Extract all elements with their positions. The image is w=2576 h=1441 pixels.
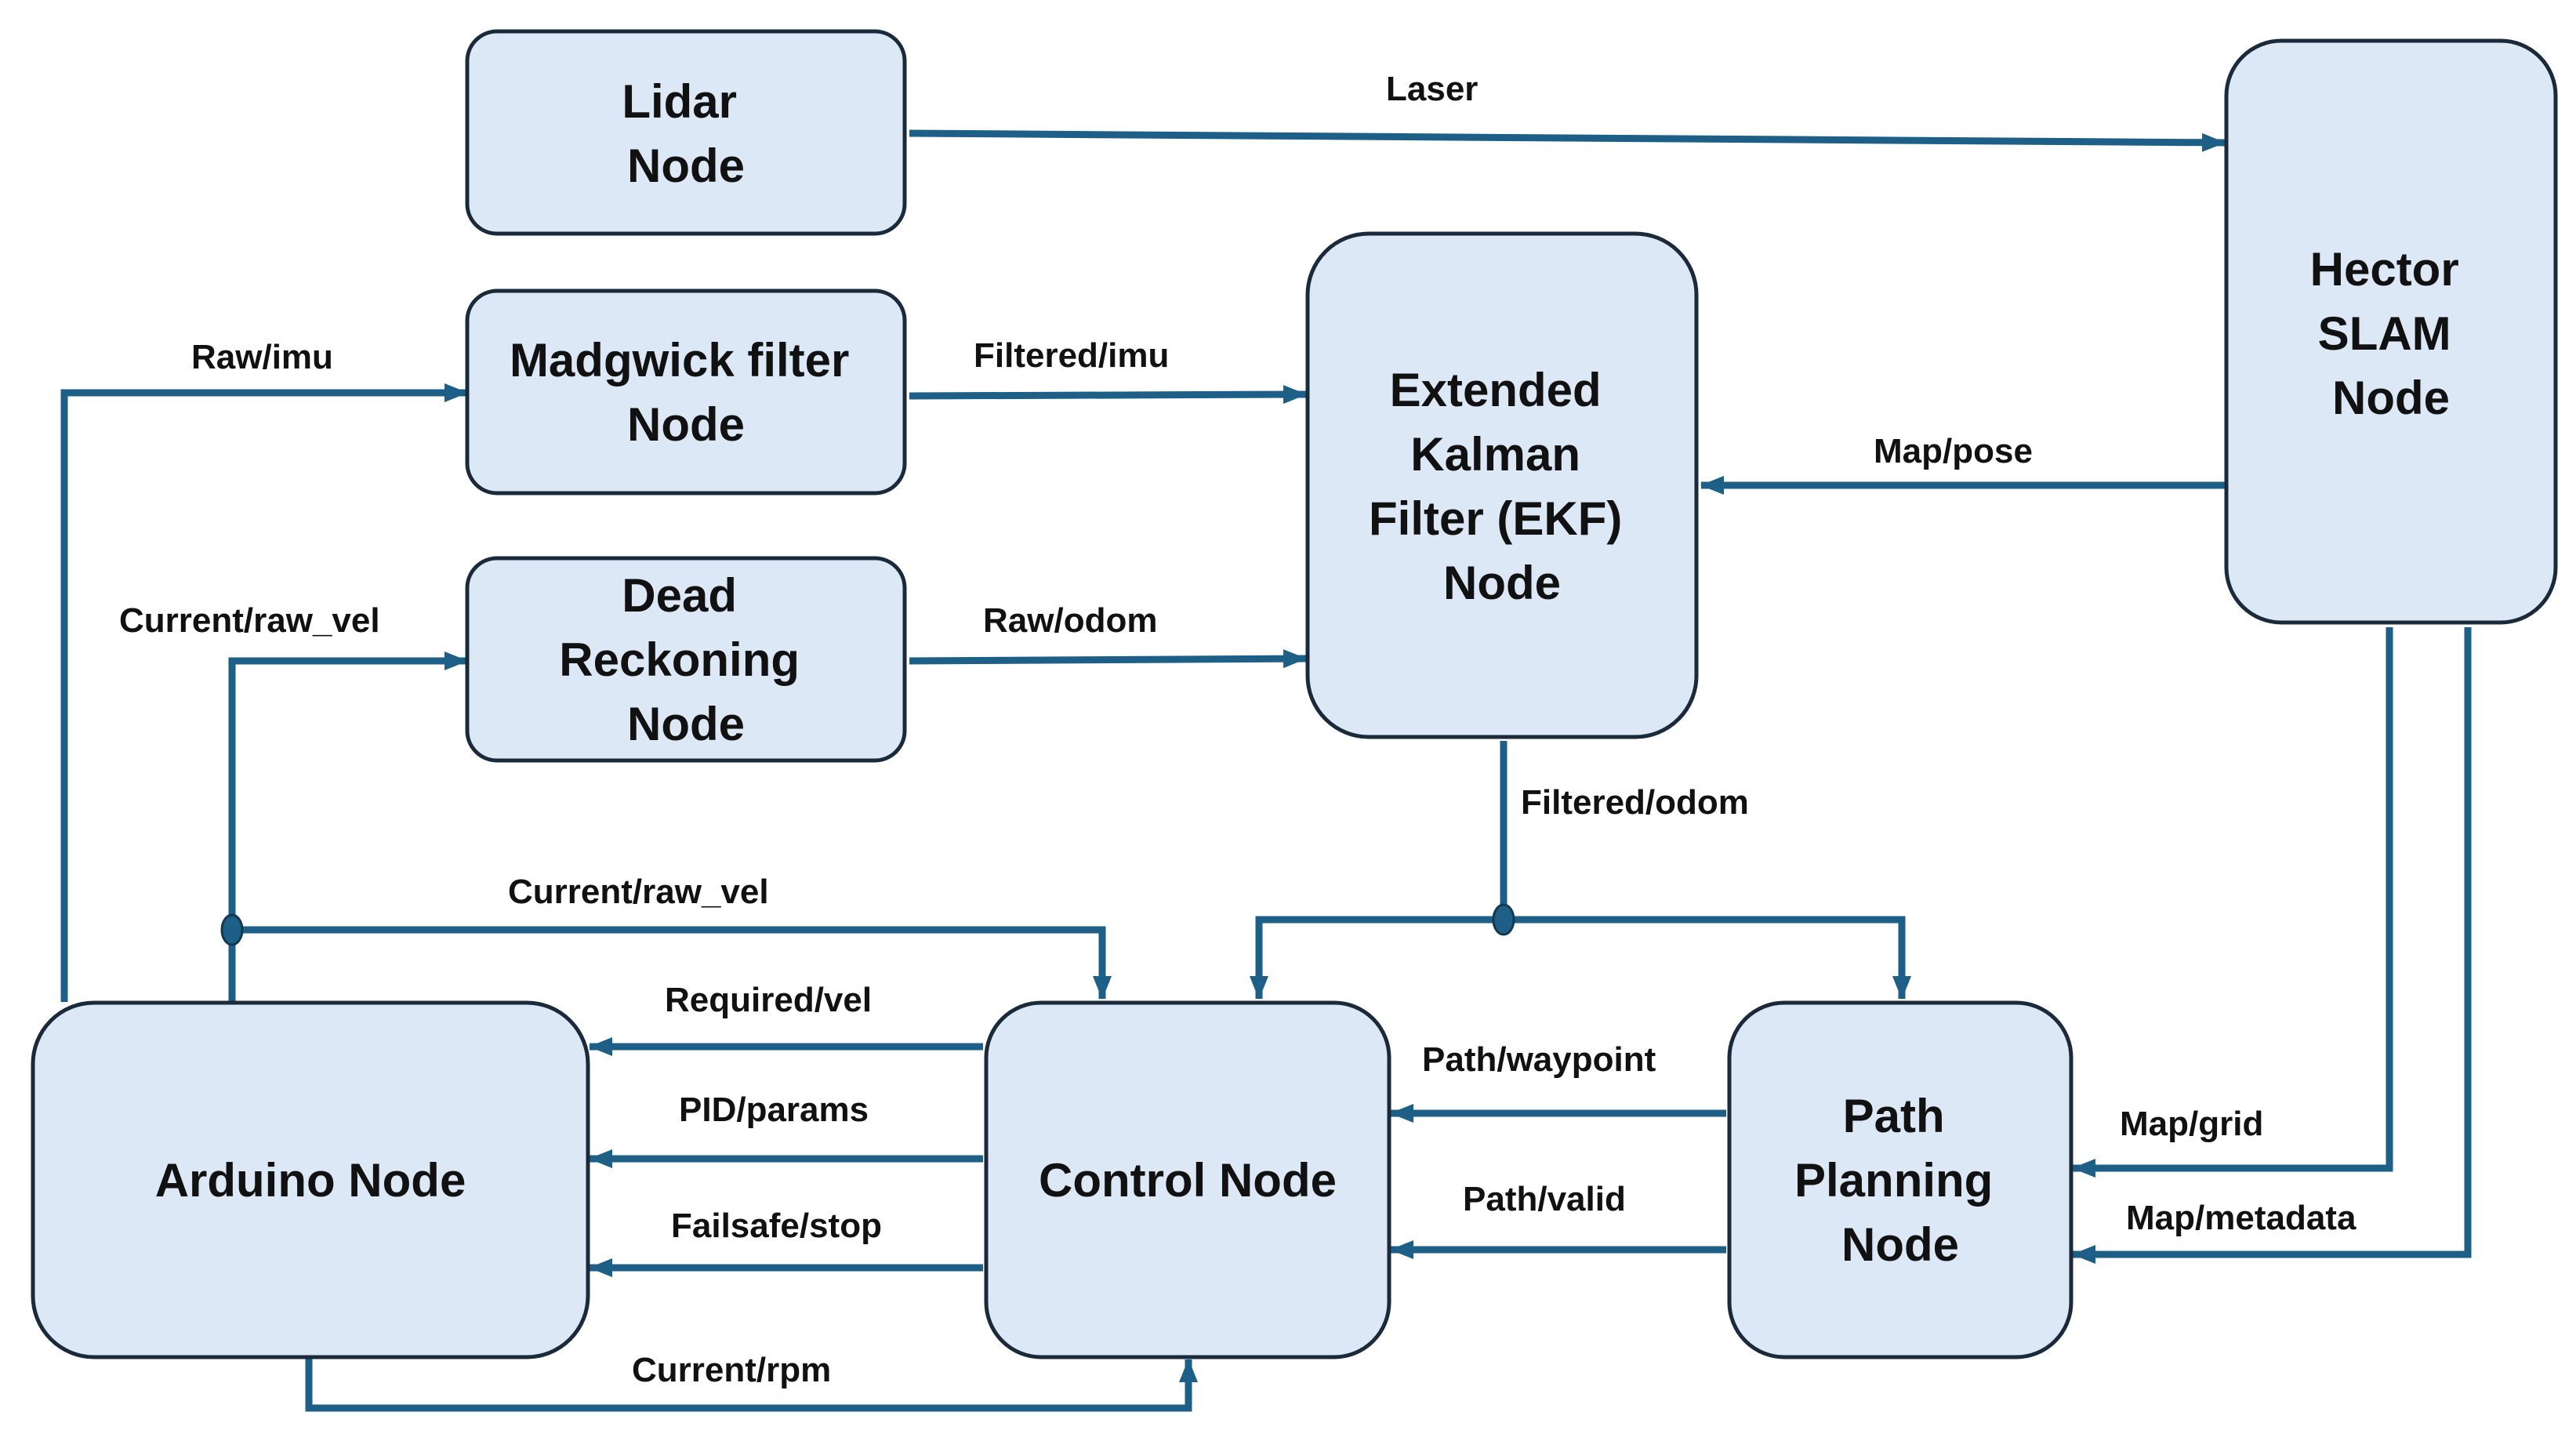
label-required-vel: Required/vel xyxy=(665,981,872,1019)
edge-map-metadata xyxy=(2072,627,2472,1264)
node-dead-reckoning: Dead Reckoning Node xyxy=(465,556,907,763)
node-path-line-1: Path xyxy=(1843,1090,1945,1142)
svg-text:Path Planning Node: Path Planning Node xyxy=(1794,1090,2006,1271)
node-ekf-line-3: Filter (EKF) xyxy=(1369,492,1622,545)
node-control-line-1: Control Node xyxy=(1039,1154,1337,1207)
label-path-valid: Path/valid xyxy=(1463,1180,1626,1218)
label-current-raw-vel-mid: Current/raw_vel xyxy=(508,873,769,911)
edge-map-grid xyxy=(2072,627,2393,1178)
label-raw-imu: Raw/imu xyxy=(191,338,333,376)
edge-current-raw-vel-mid xyxy=(232,926,1112,1000)
node-ekf-line-2: Kalman xyxy=(1410,428,1580,481)
label-laser: Laser xyxy=(1386,70,1478,108)
edges xyxy=(60,129,2472,1412)
svg-text:Control Node: Control Node xyxy=(1039,1154,1337,1207)
node-lidar: Lidar Node xyxy=(465,29,907,236)
label-map-grid: Map/grid xyxy=(2120,1105,2263,1143)
node-dead-line-3: Node xyxy=(627,698,745,750)
edge-labels: Laser Raw/imu Filtered/imu Map/pose Curr… xyxy=(119,70,2356,1389)
node-lidar-line-1: Lidar xyxy=(622,75,737,128)
label-raw-odom: Raw/odom xyxy=(983,601,1157,640)
edge-filtered-imu xyxy=(909,385,1307,405)
label-map-pose: Map/pose xyxy=(1874,432,2033,470)
node-arduino-line-1: Arduino Node xyxy=(155,1154,466,1207)
node-hector-line-3: Node xyxy=(2332,372,2450,424)
node-lidar-line-2: Node xyxy=(627,140,745,192)
label-current-raw-vel-top: Current/raw_vel xyxy=(119,601,380,640)
edge-filtered-odom-to-path xyxy=(1504,916,1911,1000)
svg-text:Madgwick filter Node: Madgwick filter Node xyxy=(510,334,862,451)
node-dead-line-1: Dead xyxy=(622,569,737,622)
node-hector-line-2: SLAM xyxy=(2318,307,2451,360)
node-dead-line-2: Reckoning xyxy=(559,633,800,686)
edge-raw-odom xyxy=(909,649,1307,669)
junction-dot-filtered-odom xyxy=(1492,903,1515,936)
junction-dot-raw-vel xyxy=(220,913,244,946)
edge-current-raw-vel-top xyxy=(228,652,468,1002)
svg-text:Hector SLAM Node: Hector SLAM Node xyxy=(2310,243,2473,424)
node-ekf: Extended Kalman Filter (EKF) Node xyxy=(1305,231,1699,739)
node-ekf-line-1: Extended xyxy=(1390,364,1602,416)
node-madgwick-line-2: Node xyxy=(627,398,745,451)
node-path-planning: Path Planning Node xyxy=(1727,1000,2073,1359)
svg-text:Dead Reckoning Nod: Dead Reckoning Node xyxy=(559,569,812,750)
label-filtered-odom: Filtered/odom xyxy=(1521,783,1749,822)
label-map-metadata: Map/metadata xyxy=(2126,1199,2356,1237)
node-madgwick-line-1: Madgwick filter xyxy=(510,334,849,387)
label-path-waypoint: Path/waypoint xyxy=(1422,1040,1656,1079)
edge-current-rpm xyxy=(305,1358,1198,1412)
node-hector-line-1: Hector xyxy=(2310,243,2459,296)
label-pid-params: PID/params xyxy=(679,1091,869,1129)
node-path-line-3: Node xyxy=(1841,1218,1959,1271)
label-filtered-imu: Filtered/imu xyxy=(974,336,1169,375)
node-path-line-2: Planning xyxy=(1794,1154,1993,1207)
node-arduino: Arduino Node xyxy=(31,1000,590,1359)
label-current-rpm: Current/rpm xyxy=(632,1351,831,1389)
label-failsafe-stop: Failsafe/stop xyxy=(671,1207,882,1245)
edge-raw-imu xyxy=(60,383,468,1002)
svg-text:Extended Kalman Fi: Extended Kalman Filter (EKF) Node xyxy=(1369,364,1635,609)
edge-filtered-odom-to-control xyxy=(1250,916,1504,1000)
node-hector-slam: Hector SLAM Node xyxy=(2224,38,2558,625)
node-madgwick-filter: Madgwick filter Node xyxy=(465,289,907,495)
edge-laser xyxy=(909,129,2226,152)
node-control: Control Node xyxy=(984,1000,1391,1359)
svg-text:Arduino Node: Arduino Node xyxy=(155,1154,466,1207)
svg-text:Lidar Node: Lidar Node xyxy=(622,75,749,192)
node-ekf-line-4: Node xyxy=(1443,557,1561,609)
